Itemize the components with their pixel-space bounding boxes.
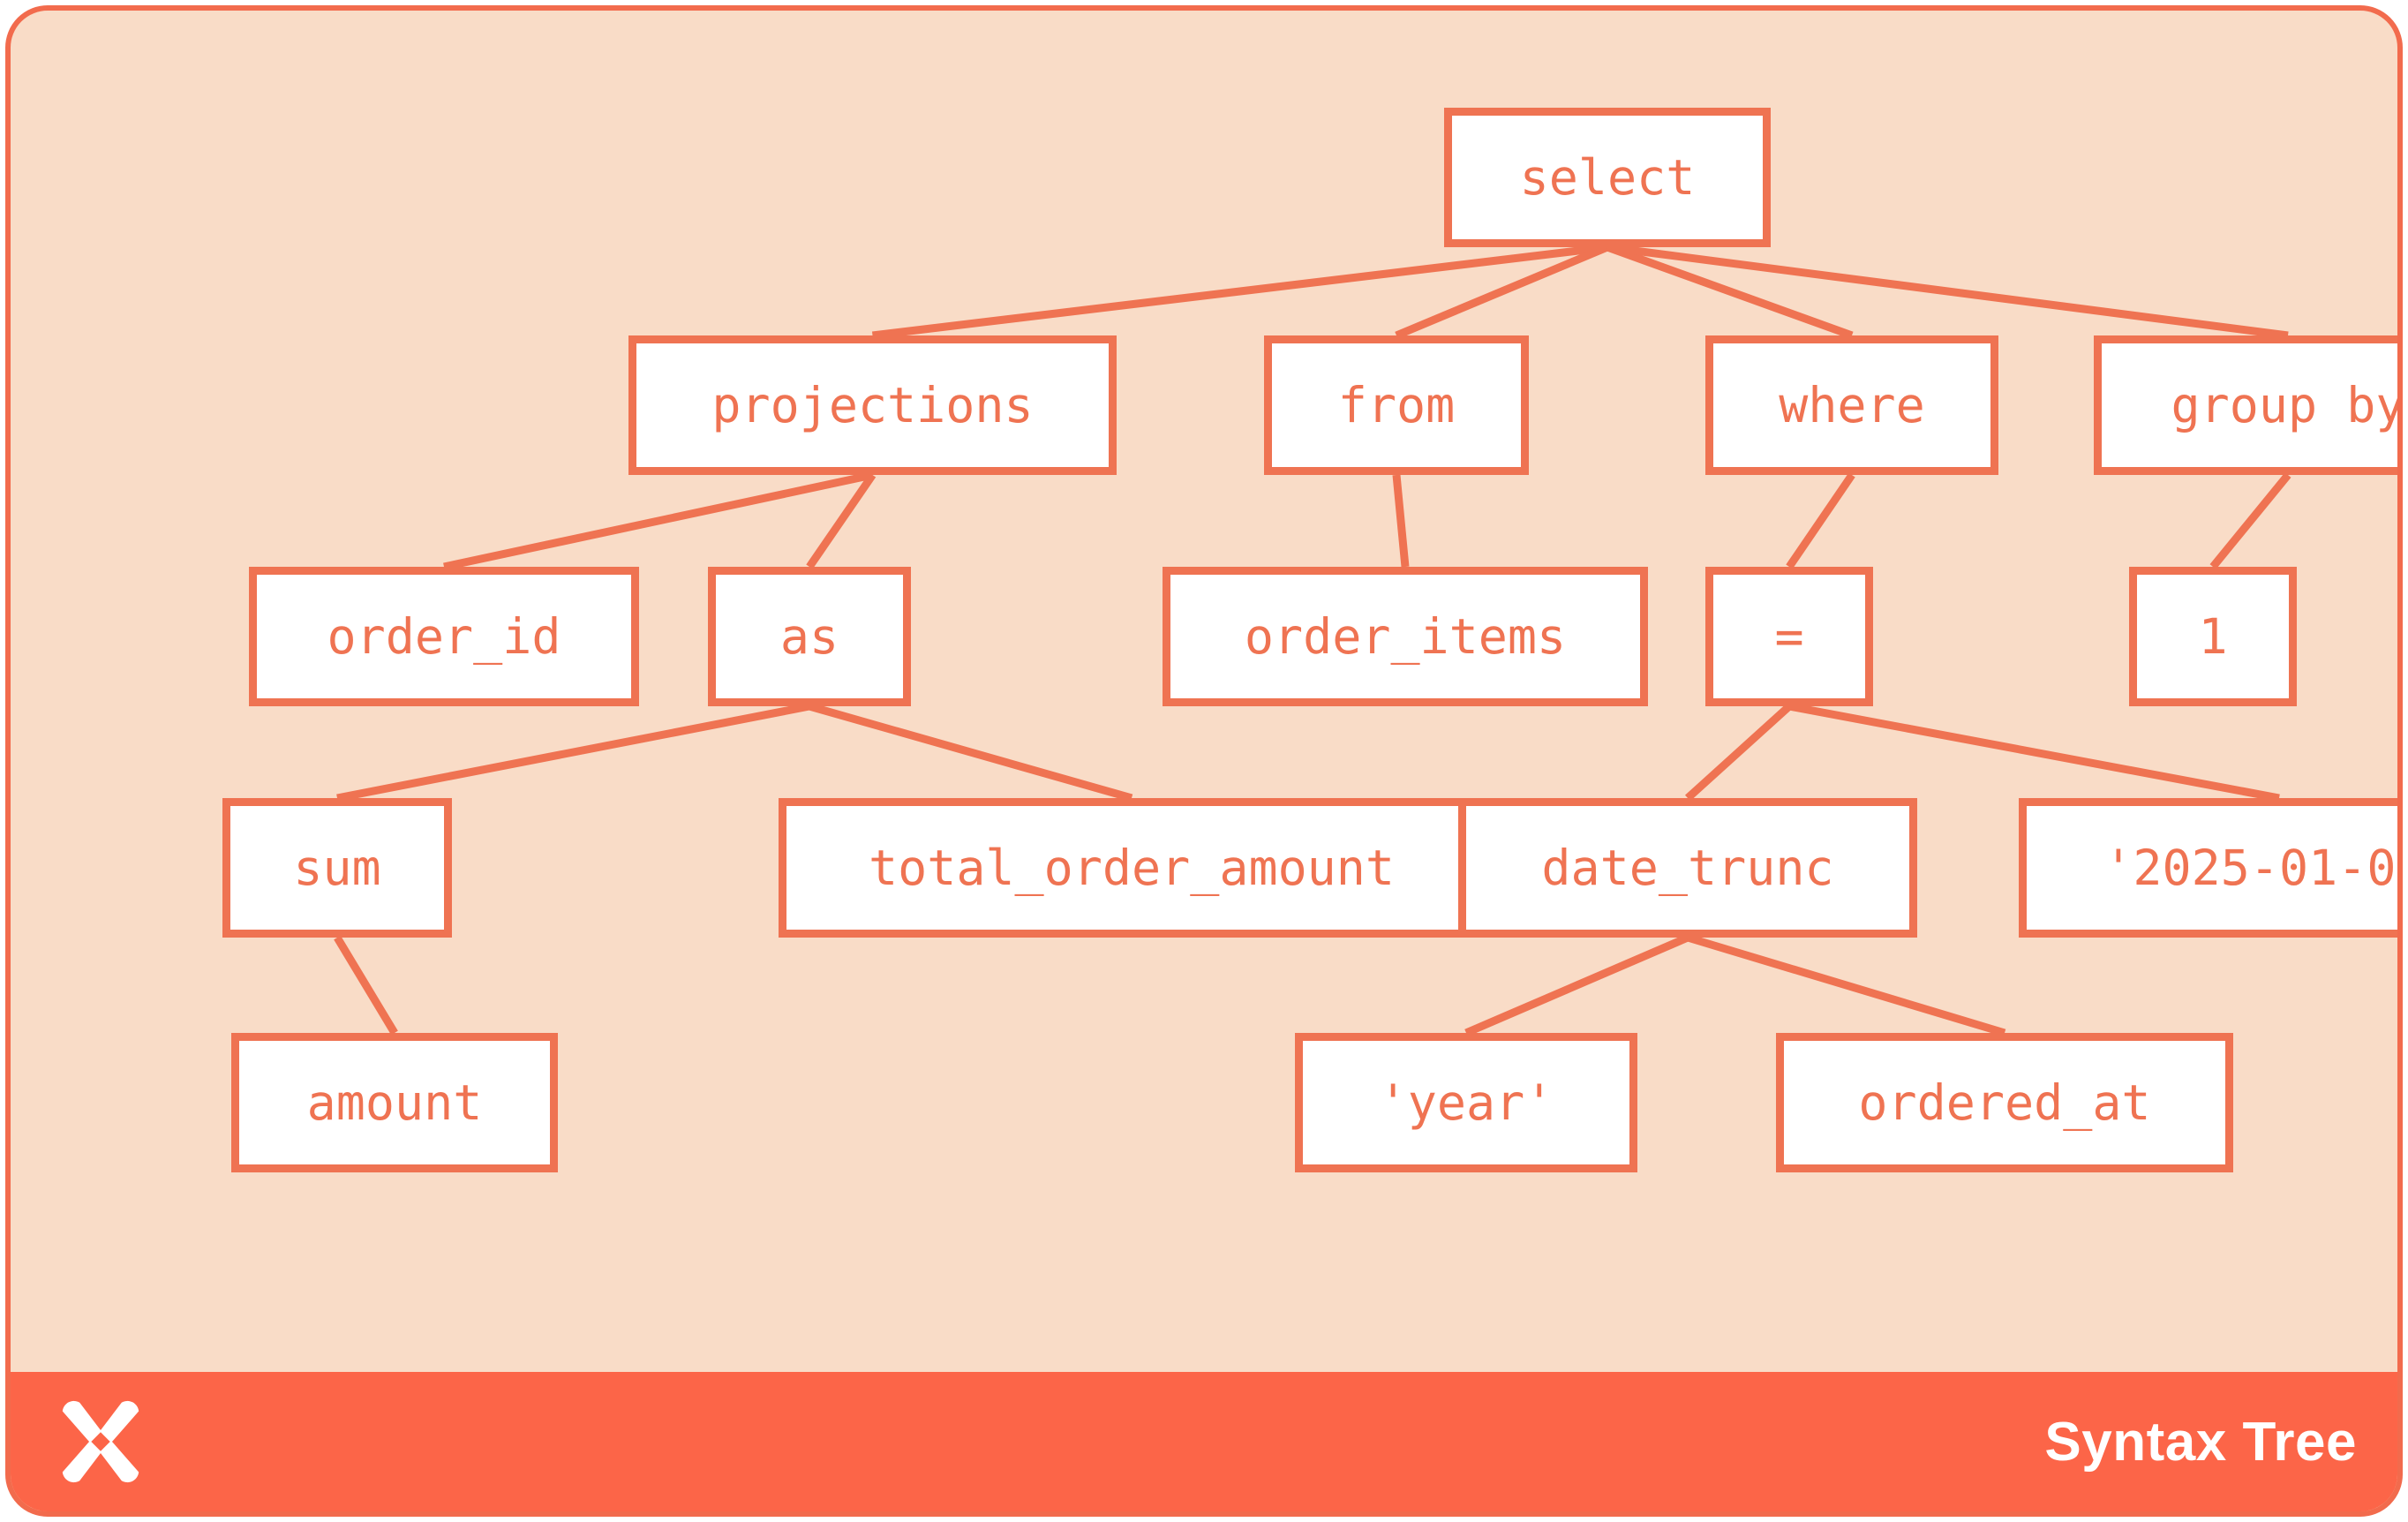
- tree-node-label: order_id: [327, 607, 561, 665]
- tree-edge-eq-to-date_trunc: [1684, 703, 1793, 802]
- tree-node-one[interactable]: 1: [2129, 567, 2297, 706]
- tree-node-select[interactable]: select: [1444, 108, 1771, 247]
- tree-node-label: select: [1519, 148, 1696, 206]
- tree-node-label: amount: [306, 1074, 483, 1131]
- tree-node-date_trunc[interactable]: date_trunc: [1458, 798, 1917, 938]
- tree-edge-projections-to-as: [806, 472, 877, 569]
- tree-node-label: projections: [711, 376, 1034, 433]
- tree-node-label: 'year': [1378, 1074, 1554, 1131]
- tree-edge-date_trunc-to-ordered_at: [1686, 933, 2006, 1037]
- diagram-card: select projections from where group by order_…: [5, 5, 2403, 1517]
- tree-edge-select-to-from: [1395, 243, 1609, 340]
- tree-node-label: total_order_amount: [868, 839, 1396, 896]
- tree-node-from[interactable]: from: [1264, 335, 1529, 475]
- tree-edge-from-to-order_items: [1392, 474, 1410, 568]
- tree-node-label: 1: [2198, 607, 2228, 665]
- tree-edge-eq-to-date_lit: [1788, 702, 2280, 802]
- tree-node-amount[interactable]: amount: [231, 1033, 558, 1172]
- tree-node-label: ordered_at: [1858, 1074, 2151, 1131]
- tree-edge-select-to-projections: [871, 243, 1608, 340]
- tree-node-label: group by: [2171, 376, 2403, 433]
- tree-edge-date_trunc-to-year_lit: [1464, 933, 1689, 1037]
- tree-edge-as-to-total_order_amount: [808, 702, 1133, 802]
- tree-node-label: order_items: [1244, 607, 1567, 665]
- tree-edge-as-to-sum: [336, 702, 810, 802]
- tree-node-label: sum: [293, 839, 381, 896]
- tree-node-sum[interactable]: sum: [222, 798, 452, 938]
- tree-node-year_lit[interactable]: 'year': [1295, 1033, 1637, 1172]
- tree-node-ordered_at[interactable]: ordered_at: [1776, 1033, 2233, 1172]
- tree-edge-where-to-eq: [1786, 472, 1855, 569]
- tree-node-groupby[interactable]: group by: [2094, 335, 2403, 475]
- tree-edge-select-to-groupby: [1607, 243, 2289, 340]
- tree-node-label: where: [1779, 376, 1925, 433]
- tree-edge-select-to-where: [1606, 243, 1854, 340]
- tree-node-label: as: [779, 607, 839, 665]
- tree-node-where[interactable]: where: [1705, 335, 1998, 475]
- tree-edge-groupby-to-one: [2209, 472, 2291, 569]
- tree-node-total_order_amount[interactable]: total_order_amount: [779, 798, 1485, 938]
- tree-node-order_id[interactable]: order_id: [249, 567, 639, 706]
- edge-group: [334, 243, 2291, 1037]
- tree-node-projections[interactable]: projections: [628, 335, 1117, 475]
- tree-canvas: select projections from where group by order_…: [11, 11, 2403, 1388]
- tree-node-label: '2025-01-01': [2103, 839, 2397, 896]
- footer-bar: Syntax Tree: [11, 1372, 2397, 1511]
- tree-node-as[interactable]: as: [708, 567, 911, 706]
- footer-title: Syntax Tree: [2044, 1411, 2357, 1473]
- four-pointed-star-logo: [62, 1400, 139, 1483]
- tree-edge-sum-to-amount: [334, 935, 398, 1036]
- tree-edge-projections-to-order_id: [443, 471, 874, 571]
- tree-node-date_lit[interactable]: '2025-01-01': [2019, 798, 2397, 938]
- tree-node-order_items[interactable]: order_items: [1163, 567, 1648, 706]
- tree-node-label: from: [1337, 376, 1456, 433]
- tree-node-label: =: [1774, 607, 1804, 665]
- tree-edges-svg: [334, 243, 2291, 1037]
- tree-node-label: date_trunc: [1541, 839, 1834, 896]
- tree-node-eq[interactable]: =: [1705, 567, 1873, 706]
